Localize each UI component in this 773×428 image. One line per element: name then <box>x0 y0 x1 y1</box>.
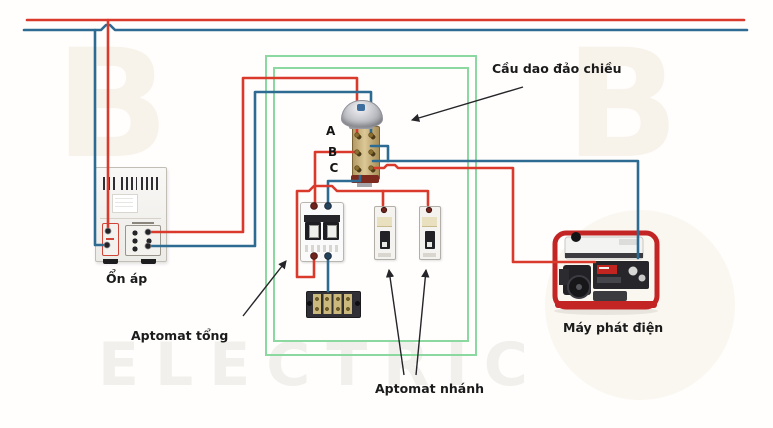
generator-graphic <box>552 230 660 315</box>
stabilizer-vent <box>141 177 159 190</box>
main-breaker-band <box>304 215 340 222</box>
watermark-logo-letter: B <box>565 18 680 192</box>
main-breaker-toggle <box>323 222 339 240</box>
branch-breakers-label: Aptomat nhánh <box>375 381 485 396</box>
stabilizer-input-terminals <box>102 223 119 256</box>
switch-terminal-b-label: B <box>328 145 338 159</box>
branch-breaker-toggle <box>425 231 435 249</box>
stabilizer-foot <box>103 259 118 264</box>
stabilizer-label: Ổn áp <box>106 271 148 286</box>
stabilizer-vent <box>121 177 137 190</box>
main-breaker <box>300 202 344 262</box>
branch-breaker-foot <box>423 253 436 257</box>
changeover-switch-tab <box>357 183 372 187</box>
stabilizer-vent <box>103 177 117 190</box>
changeover-switch-knob-mark <box>357 104 365 111</box>
stabilizer-foot <box>141 259 156 264</box>
stabilizer-output-terminals <box>125 222 161 256</box>
voltage-stabilizer <box>95 167 167 264</box>
stabilizer-panel-divider <box>100 218 161 219</box>
stabilizer-label-sticker <box>112 194 138 213</box>
terminal-block <box>306 291 361 318</box>
branch-breaker-band <box>422 217 437 227</box>
terminal-block-screws <box>313 294 354 314</box>
generator <box>549 225 663 315</box>
switch-terminal-a-label: A <box>326 124 336 138</box>
switch-terminal-c-label: C <box>329 161 339 175</box>
main-breaker-toggle <box>305 222 321 240</box>
generator-label: Máy phát điện <box>563 320 664 335</box>
branch-breaker-toggle <box>380 231 390 249</box>
branch-breaker-foot <box>378 253 391 257</box>
watermark-logo-letter: B <box>55 18 170 192</box>
branch-breaker-2 <box>419 206 441 260</box>
changeover-switch-body <box>352 126 380 180</box>
branch-breaker-band <box>377 217 392 227</box>
changeover-switch-label: Cầu dao đảo chiều <box>492 61 622 76</box>
branch-breaker-1 <box>374 206 396 260</box>
main-breaker-label: Aptomat tổng <box>131 328 229 343</box>
changeover-switch-clamp <box>351 175 379 183</box>
main-breaker-label-area <box>305 245 339 252</box>
